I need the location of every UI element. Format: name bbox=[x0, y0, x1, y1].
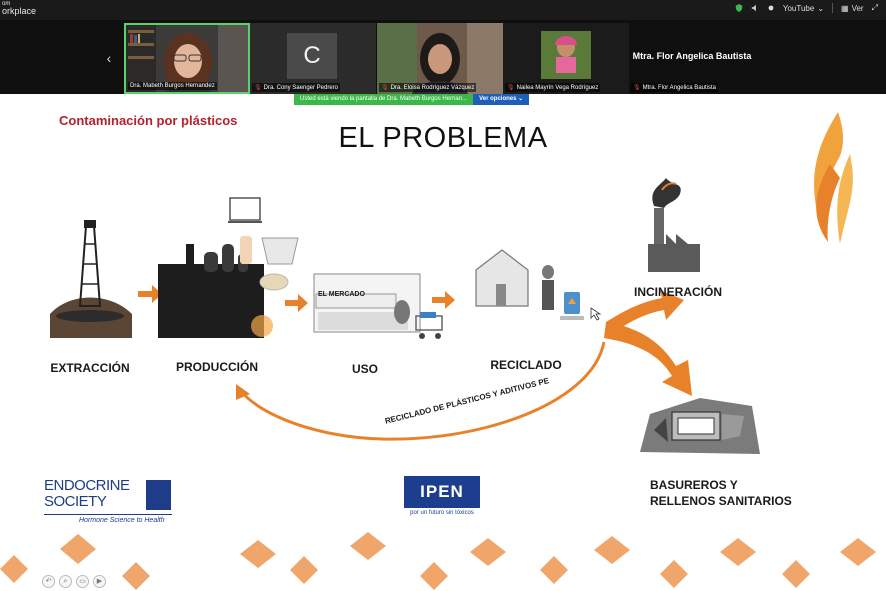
top-right-controls: YouTube ⌄ ▦ Ver ⤢ bbox=[735, 3, 878, 13]
logo-emblem-icon bbox=[146, 480, 171, 510]
participant-tile[interactable]: Mtra. Flor Angelica Bautista 🎙Mtra. Flor… bbox=[629, 23, 755, 94]
recycle-arc bbox=[238, 341, 606, 441]
brand-line-2: orkplace bbox=[2, 6, 37, 16]
slide-subtitle: Contaminación por plásticos bbox=[59, 113, 238, 128]
prev-page-icon[interactable]: ‹ bbox=[106, 50, 112, 66]
landfill-label-line1: BASUREROS Y bbox=[650, 478, 738, 492]
ipen-logo: IPEN por un futuro sin tóxicos bbox=[404, 476, 480, 520]
incineration-label: INCINERACIÓN bbox=[633, 285, 722, 299]
participant-tile[interactable]: Dra. Mabeth Burgos Hernandez bbox=[124, 23, 250, 94]
landfill-icon bbox=[640, 398, 760, 454]
ipen-tagline: por un futuro sin tóxicos bbox=[410, 510, 474, 516]
record-icon[interactable] bbox=[767, 4, 775, 12]
participant-name-text: Dra. Eloisa Rodríguez Vázquez bbox=[390, 85, 475, 91]
endocrine-society-logo: ENDOCRINE SOCIETY Hormone Science to Hea… bbox=[44, 478, 174, 530]
participant-strip: ‹ Dra. Mabeth Burgos Hernandez C 🎙Dra. C… bbox=[0, 20, 886, 94]
step-label-production: PRODUCCIÓN bbox=[175, 360, 258, 374]
logo-line-1: ENDOCRINE bbox=[44, 477, 130, 494]
avatar: C bbox=[287, 33, 337, 79]
flame-logo-icon bbox=[814, 112, 853, 244]
slide-artwork bbox=[0, 112, 876, 590]
muted-mic-icon: 🎙 bbox=[633, 85, 641, 91]
undo-icon[interactable]: ↶ bbox=[42, 575, 55, 588]
screen-icon[interactable]: ▭ bbox=[76, 575, 89, 588]
participant-name: 🎙Mtra. Flor Angelica Bautista bbox=[631, 83, 718, 92]
muted-mic-icon: 🎙 bbox=[507, 85, 515, 91]
market-sign: EL MERCADO bbox=[318, 291, 365, 298]
youtube-label: YouTube bbox=[782, 3, 815, 13]
oil-derrick-icon bbox=[50, 220, 132, 338]
incineration-arrow-icon bbox=[606, 290, 684, 334]
participant-video bbox=[126, 25, 248, 92]
recycling-house-icon bbox=[475, 249, 584, 320]
participant-name-text: Dra. Cony Saenger Pedrero bbox=[263, 85, 338, 91]
security-shield-icon[interactable] bbox=[735, 4, 743, 12]
shared-screen: Contaminación por plásticos EL PROBLEMA … bbox=[0, 94, 886, 591]
step-label-use: USO bbox=[351, 362, 378, 376]
flow-arrow-icon bbox=[285, 294, 308, 312]
share-banner-text: Usted está viendo la pantalla de Dra. Ma… bbox=[294, 94, 474, 105]
flow-arrow-icon bbox=[138, 285, 162, 303]
participant-name-text: Dra. Mabeth Burgos Hernandez bbox=[130, 83, 215, 89]
camera-icon[interactable]: ▶ bbox=[93, 575, 106, 588]
factory-icon bbox=[158, 197, 299, 338]
participant-display-name: Mtra. Flor Angelica Bautista bbox=[632, 51, 752, 61]
participant-tile[interactable]: 🎙Nailea Mayrín Vega Rodríguez bbox=[503, 23, 629, 94]
zoom-icon[interactable]: ⌕ bbox=[59, 575, 72, 588]
participant-video bbox=[377, 23, 503, 94]
app-brand: om orkplace bbox=[2, 1, 36, 16]
grid-view-icon: ▦ bbox=[841, 3, 849, 13]
screen-share-banner: Usted está viendo la pantalla de Dra. Ma… bbox=[294, 94, 530, 105]
participant-name-text: Nailea Mayrín Vega Rodríguez bbox=[516, 85, 599, 91]
view-label: Ver bbox=[851, 3, 864, 13]
divider bbox=[44, 514, 172, 515]
participant-tile[interactable]: C 🎙Dra. Cony Saenger Pedrero bbox=[250, 23, 376, 94]
incinerator-icon bbox=[648, 178, 700, 272]
participant-video bbox=[503, 23, 629, 94]
brand-line-1: om bbox=[2, 1, 11, 7]
supermarket-icon bbox=[313, 273, 443, 339]
participant-name: Dra. Mabeth Burgos Hernandez bbox=[128, 82, 217, 90]
view-options-button[interactable]: Ver opciones ⌄ bbox=[473, 94, 530, 105]
ipen-wordmark: IPEN bbox=[404, 476, 480, 508]
arc-arrowhead-icon bbox=[236, 384, 250, 400]
participant-name-text: Mtra. Flor Angelica Bautista bbox=[642, 85, 716, 91]
step-label-extraction: EXTRACCIÓN bbox=[50, 361, 130, 375]
flow-arrow-icon bbox=[432, 291, 455, 309]
decorative-border bbox=[0, 532, 876, 590]
participant-name: 🎙Nailea Mayrín Vega Rodríguez bbox=[505, 83, 601, 92]
view-button[interactable]: ▦ Ver bbox=[841, 4, 864, 13]
participant-name: 🎙Dra. Cony Saenger Pedrero bbox=[252, 83, 340, 92]
annotation-toolbar: ↶ ⌕ ▭ ▶ bbox=[42, 575, 106, 588]
landfill-label-line2: RELLENOS SANITARIOS bbox=[650, 494, 792, 508]
landfill-arrow-icon bbox=[604, 322, 692, 396]
muted-mic-icon: 🎙 bbox=[254, 85, 262, 91]
slide-title: EL PROBLEMA bbox=[338, 122, 548, 154]
participant-name: 🎙Dra. Eloisa Rodríguez Vázquez bbox=[379, 83, 477, 92]
chevron-down-icon: ⌄ bbox=[817, 3, 825, 13]
mute-icon[interactable] bbox=[751, 4, 759, 12]
participant-tile[interactable]: 🎙Dra. Eloisa Rodríguez Vázquez bbox=[377, 23, 503, 94]
youtube-stream-button[interactable]: YouTube ⌄ bbox=[783, 4, 824, 13]
logo-line-2: SOCIETY bbox=[44, 493, 107, 510]
fullscreen-icon[interactable]: ⤢ bbox=[871, 3, 878, 12]
muted-mic-icon: 🎙 bbox=[381, 85, 389, 91]
step-label-recycling: RECICLADO bbox=[490, 358, 562, 372]
view-options-label: Ver opciones bbox=[479, 96, 517, 102]
mouse-cursor-icon bbox=[590, 307, 602, 321]
logo-tagline: Hormone Science to Health bbox=[79, 517, 165, 524]
divider bbox=[832, 3, 834, 13]
top-bar: om orkplace YouTube ⌄ ▦ Ver ⤢ bbox=[0, 0, 886, 20]
